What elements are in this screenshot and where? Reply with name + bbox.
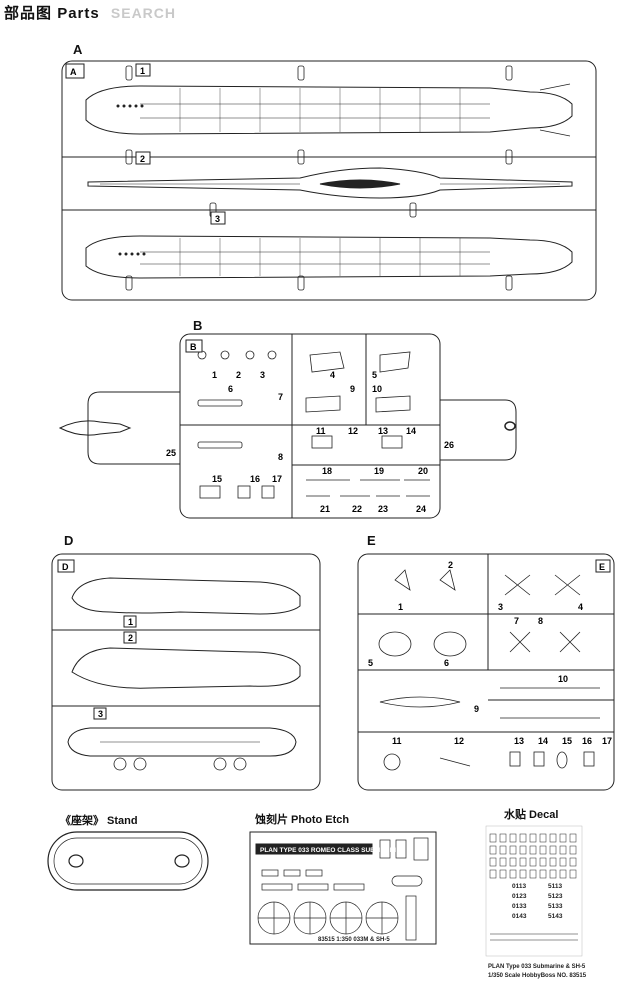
sprue-b-label: B (193, 318, 203, 333)
decal-hull-number: 5123 (548, 893, 563, 900)
sprue-a (61, 60, 597, 301)
photo-etch-sheet (249, 831, 437, 945)
decal-sheet (485, 825, 583, 957)
decal-hull-number: 0133 (512, 903, 527, 910)
decal-hull-number: 0123 (512, 893, 527, 900)
part-e11-number: 11 (392, 736, 402, 746)
part-e12-number: 12 (454, 736, 464, 746)
part-b25-number: 25 (166, 448, 176, 458)
part-e17-number: 17 (602, 736, 612, 746)
decal-hull-number: 5113 (548, 883, 562, 890)
part-a1-hull-side (85, 83, 573, 137)
part-e15-number: 15 (562, 736, 572, 746)
part-b5-number: 5 (372, 370, 377, 380)
part-b17-number: 17 (272, 474, 282, 484)
page-title: 部品图 Parts SEARCH (4, 2, 176, 23)
part-b20-number: 20 (418, 466, 428, 476)
decal-footer-line2: 1/350 Scale HobbyBoss NO. 83515 (488, 973, 587, 979)
part-e3-number: 3 (498, 602, 503, 612)
part-b10-number: 10 (372, 384, 382, 394)
part-b16-number: 16 (250, 474, 260, 484)
part-b19-number: 19 (374, 466, 384, 476)
part-b21-number: 21 (320, 504, 330, 514)
decal-caption: 水贴 Decal (504, 809, 559, 821)
sprue-a-label: A (73, 42, 83, 57)
title-en: Parts (57, 5, 100, 22)
decal-hull-numbers: 0113 0123 0133 0143 5113 5123 5133 5143 (512, 883, 563, 920)
sprue-b (58, 333, 517, 519)
part-b14-number: 14 (406, 426, 416, 436)
part-a3-number: 3 (215, 214, 220, 224)
part-e9-number: 9 (474, 704, 479, 714)
part-e2-number: 2 (448, 560, 453, 570)
part-b24-number: 24 (416, 504, 426, 514)
part-b22-number: 22 (352, 504, 362, 514)
part-d2-number: 2 (128, 633, 133, 643)
part-d2-hull-half (71, 647, 301, 689)
part-b12-number: 12 (348, 426, 358, 436)
part-b18-number: 18 (322, 466, 332, 476)
photo-etch-title-plate: PLAN TYPE 033 ROMEO CLASS SUBMARINE (260, 847, 401, 854)
part-a1-number: 1 (140, 66, 145, 76)
part-b7-number: 7 (278, 392, 283, 402)
part-b13-number: 13 (378, 426, 388, 436)
part-b2-number: 2 (236, 370, 241, 380)
part-e16-number: 16 (582, 736, 592, 746)
part-b6-number: 6 (228, 384, 233, 394)
part-e5-number: 5 (368, 658, 373, 668)
part-e10-number: 10 (558, 674, 568, 684)
part-a3-hull-side (85, 235, 573, 279)
sprue-e-label: E (367, 533, 376, 548)
part-b4-number: 4 (330, 370, 335, 380)
part-d1-hull-half (71, 577, 301, 615)
part-e8-number: 8 (538, 616, 543, 626)
sprue-b-part-numbers: 1 2 3 4 5 6 7 8 9 10 11 12 13 14 15 16 1… (166, 370, 454, 514)
sprue-d-frame-letter: D (62, 562, 69, 572)
stand-caption: 《座架》 Stand (60, 815, 138, 827)
watermark: SEARCH (110, 5, 177, 21)
part-d3-deck (67, 727, 297, 757)
part-d3-number: 3 (98, 709, 103, 719)
part-e1-number: 1 (398, 602, 403, 612)
part-b3-number: 3 (260, 370, 265, 380)
part-b9-number: 9 (350, 384, 355, 394)
sprue-e-frame-letter: E (599, 562, 605, 572)
decal-hull-number: 5133 (548, 903, 563, 910)
sprue-a-frame-letter: A (70, 67, 77, 77)
stand-part (47, 831, 209, 891)
decal-hull-number: 5143 (548, 913, 563, 920)
part-b23-number: 23 (378, 504, 388, 514)
part-b15-number: 15 (212, 474, 222, 484)
photo-etch-code: 83515 1:350 033M & SH-5 (318, 937, 390, 943)
decal-footer-line1: PLAN Type 033 Submarine & SH-5 (488, 964, 586, 970)
part-a2-keel (87, 167, 573, 199)
part-b26-number: 26 (444, 440, 454, 450)
part-d1-number: 1 (128, 617, 133, 627)
sprue-e (357, 553, 615, 791)
photo-etch-caption: 蚀刻片 Photo Etch (255, 814, 350, 826)
part-e7-number: 7 (514, 616, 519, 626)
part-e13-number: 13 (514, 736, 524, 746)
part-e14-number: 14 (538, 736, 548, 746)
part-b11-number: 11 (316, 426, 326, 436)
sprue-d-label: D (64, 533, 74, 548)
part-b8-number: 8 (278, 452, 283, 462)
part-a2-number: 2 (140, 154, 145, 164)
title-cn: 部品图 (4, 5, 53, 22)
decal-hull-number: 0143 (512, 913, 527, 920)
part-b1-number: 1 (212, 370, 217, 380)
decal-hull-number: 0113 (512, 883, 526, 890)
sprue-e-part-numbers: 1 2 3 4 5 6 7 8 9 10 11 12 13 14 15 16 1… (368, 560, 612, 746)
sprue-b-frame-letter: B (190, 342, 197, 352)
sprue-d (51, 553, 321, 791)
part-e4-number: 4 (578, 602, 583, 612)
part-e6-number: 6 (444, 658, 449, 668)
